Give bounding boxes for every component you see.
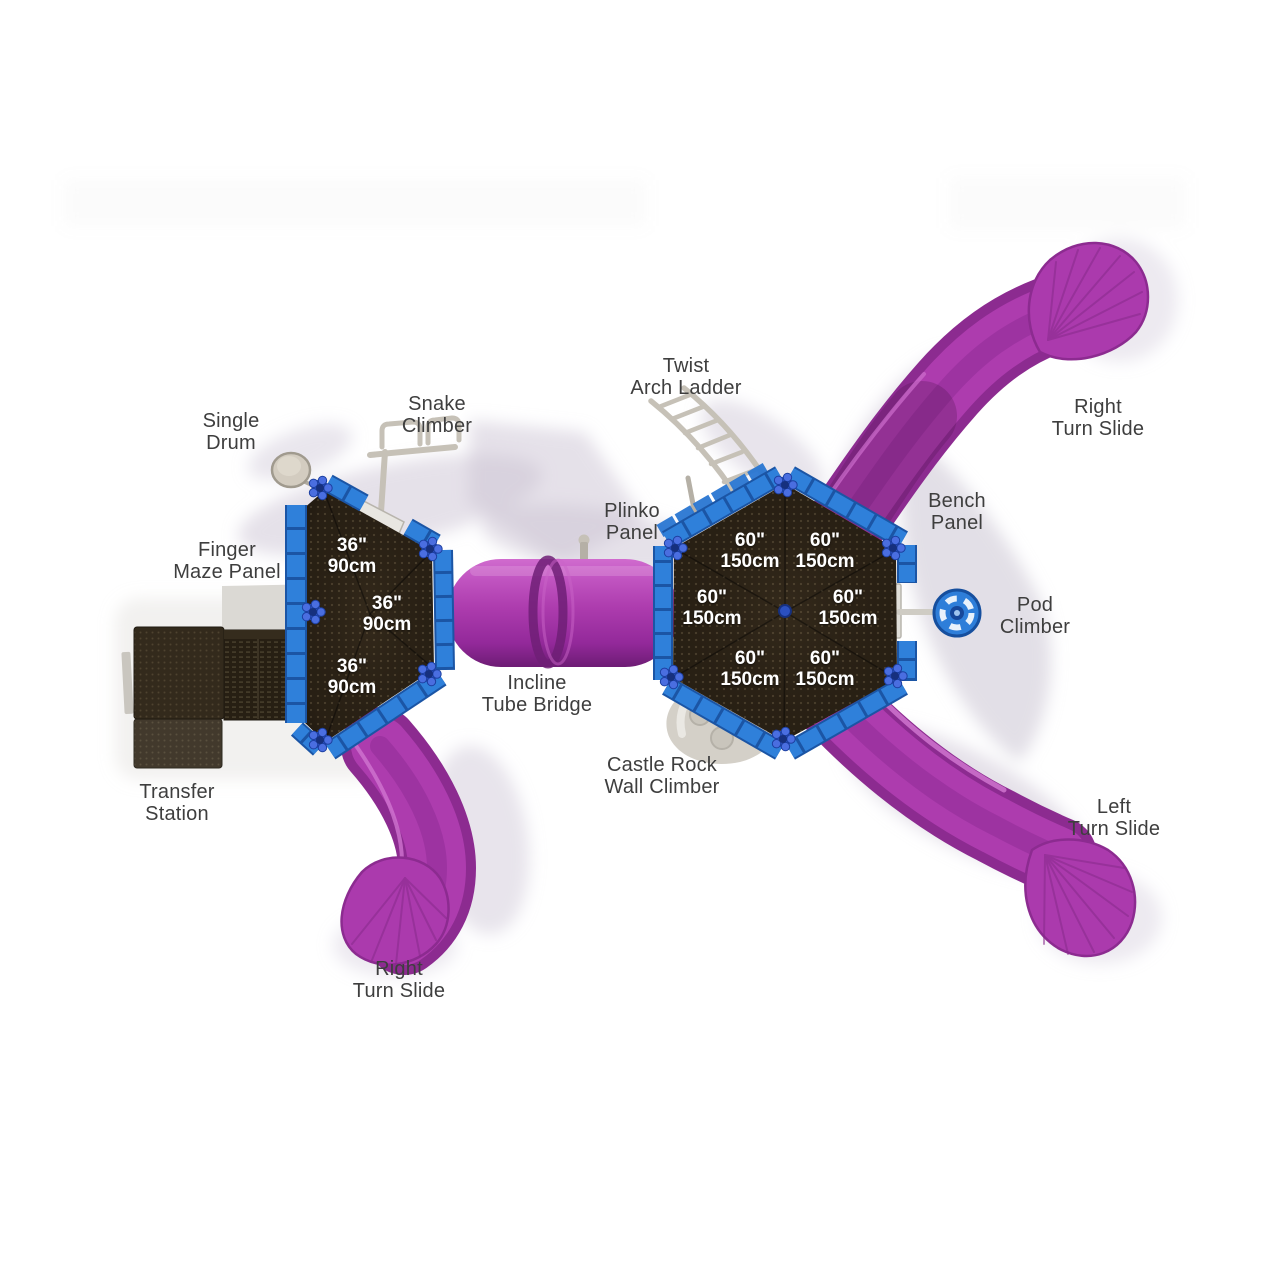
transfer-station-icon xyxy=(133,626,325,769)
deck-size-label: 36" 90cm xyxy=(327,656,377,698)
slides xyxy=(340,241,1150,975)
label-plinko-panel: Plinko Panel xyxy=(604,500,660,544)
right-turn-slide-bottom-icon xyxy=(340,707,477,975)
label-snake-climber: Snake Climber xyxy=(401,393,473,437)
label-twist-arch-ladder: Twist Arch Ladder xyxy=(630,355,742,399)
deck-size-label: 60" 150cm xyxy=(720,530,780,572)
deck-size-label: 60" 150cm xyxy=(818,587,878,629)
right-deck xyxy=(653,461,917,760)
label-right-turn-slide-bottom: Right Turn Slide xyxy=(352,958,446,1002)
deck-size-label: 36" 90cm xyxy=(362,593,412,635)
deck-size-label: 36" 90cm xyxy=(327,535,377,577)
left-turn-slide-icon xyxy=(797,665,1137,958)
deck-size-label: 60" 150cm xyxy=(795,648,855,690)
deck-size-label: 60" 150cm xyxy=(682,587,742,629)
pod-climber-icon xyxy=(932,588,982,638)
incline-tube-bridge-icon xyxy=(447,555,679,669)
label-single-drum: Single Drum xyxy=(202,410,260,454)
single-drum-icon xyxy=(270,451,312,489)
right-deck-edging xyxy=(653,461,917,760)
transfer-ramp-edge xyxy=(121,651,134,715)
label-incline-tube-bridge: Incline Tube Bridge xyxy=(481,672,593,716)
label-finger-maze-panel: Finger Maze Panel xyxy=(173,539,281,583)
label-transfer-station: Transfer Station xyxy=(139,781,215,825)
right-turn-slide-top-icon xyxy=(807,241,1150,563)
label-right-turn-slide-top: Right Turn Slide xyxy=(1051,396,1145,440)
deck-size-label: 60" 150cm xyxy=(720,648,780,690)
label-castle-rock-wall-climber: Castle Rock Wall Climber xyxy=(604,754,720,798)
label-pod-climber: Pod Climber xyxy=(999,594,1071,638)
label-bench-panel: Bench Panel xyxy=(928,490,986,534)
label-left-turn-slide: Left Turn Slide xyxy=(1067,796,1161,840)
deck-size-label: 60" 150cm xyxy=(795,530,855,572)
